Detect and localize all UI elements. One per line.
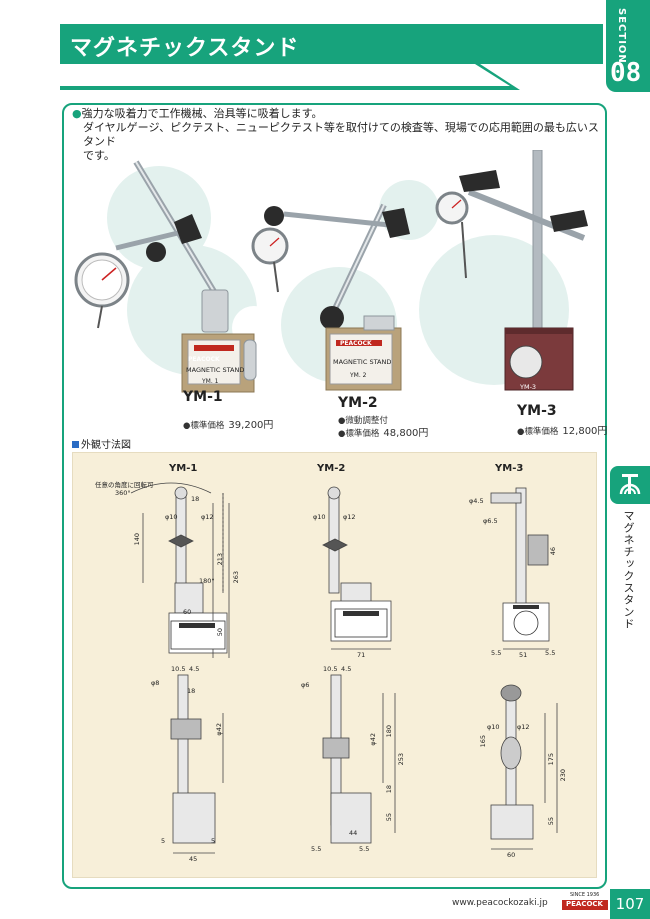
- footer-url[interactable]: www.peacockozaki.jp: [452, 898, 548, 908]
- product-note-ym2: ●微動調整付: [338, 416, 388, 426]
- ym3-dim-phi4-5: φ4.5: [469, 497, 484, 505]
- section-number: 08: [610, 58, 642, 88]
- plate-model-ym3: YM-3: [520, 383, 537, 391]
- plate-text-ym1: MAGNETIC STAND: [186, 366, 245, 374]
- ym1-dim-140: 140: [133, 533, 141, 546]
- outline-heading: 外観寸法図: [72, 436, 131, 451]
- ym1-dim-10-5: 10.5: [171, 665, 186, 673]
- ym2-dim-phi6: φ6: [301, 681, 310, 689]
- section-tag: [606, 0, 650, 92]
- ym2-dim-180: 180: [385, 725, 393, 738]
- ym1-dim-phi10: φ10: [165, 513, 178, 521]
- heading-square-icon: [72, 441, 79, 448]
- page-number: 107: [610, 889, 650, 919]
- section-word: SECTION: [616, 8, 627, 64]
- intro-text: ●強力な吸着力で工作機械、治具等に吸着します。 ダイヤルゲージ、ピクテスト、ニュ…: [72, 107, 602, 163]
- intro-bullet: ●: [72, 107, 82, 120]
- drawing-model-ym3: YM-3: [495, 463, 524, 474]
- drawing-model-ym1: YM-1: [169, 463, 198, 474]
- product-photos: [74, 150, 588, 393]
- ym1-dim-phi42: φ42: [215, 723, 223, 736]
- plate-brand-ym1: PEACOCK: [188, 356, 220, 363]
- dimension-drawings: YM-1 YM-2 YM-3 任意の角度に回転可 360° 18 φ10 φ12…: [72, 452, 597, 878]
- product-model-ym3: YM-3: [517, 403, 557, 419]
- ym1-dim-50: 50: [216, 628, 224, 637]
- ym3-dim-phi6-5: φ6.5: [483, 517, 498, 525]
- ym3-dim-phi12: φ12: [517, 723, 530, 731]
- ym1-dim-5: 5: [161, 837, 166, 845]
- ym3-dim-175: 175: [547, 753, 555, 766]
- ym2-dim-phi12: φ12: [343, 513, 356, 521]
- ym2-dim-4-5: 4.5: [341, 665, 352, 673]
- product-model-ym2: YM-2: [338, 395, 378, 411]
- magnet-stand-icon: [619, 474, 641, 495]
- ym3-dim-165: 165: [479, 735, 487, 748]
- ym3-dim-5-5b: 5.5: [545, 649, 556, 657]
- ym3-dim-55: 55: [547, 817, 555, 826]
- logo-since: SINCE 1936: [570, 892, 600, 898]
- product-model-ym1: YM-1: [183, 389, 223, 405]
- ym2-dim-phi10: φ10: [313, 513, 326, 521]
- ym3-dim-phi10: φ10: [487, 723, 500, 731]
- ym1-dim-18: 18: [191, 495, 200, 503]
- ym3-dim-60: 60: [507, 851, 516, 859]
- ym1-dim-18b: 18: [187, 687, 196, 695]
- ym1-dim-360: 360°: [115, 489, 131, 497]
- ym3-photo: [435, 150, 588, 391]
- ym3-dim-46: 46: [549, 547, 557, 556]
- plate-model-ym1: YM. 1: [202, 378, 219, 385]
- ym2-dim-71: 71: [357, 651, 366, 659]
- intro-line-2: ダイヤルゲージ、ピクテスト、ニューピクテスト等を取付けての検査等、現場での応用範…: [83, 121, 599, 148]
- ym1-dim-45: 45: [189, 855, 198, 863]
- plate-text-ym2: MAGNETIC STAND: [333, 358, 392, 366]
- intro-line-1: 強力な吸着力で工作機械、治具等に吸着します。: [81, 107, 323, 120]
- plate-model-ym2: YM. 2: [350, 372, 367, 379]
- ym1-dim-263: 263: [232, 571, 240, 584]
- ym1-dim-180deg: 180°: [199, 577, 215, 585]
- ym2-dim-5-5a: 5.5: [311, 845, 322, 853]
- ym2-dim-10-5: 10.5: [323, 665, 338, 673]
- ym2-photo: [251, 203, 410, 391]
- logo-brand: PEACOCK: [566, 900, 603, 908]
- ym2-dim-18: 18: [385, 785, 393, 794]
- side-category-tab[interactable]: [610, 466, 650, 504]
- title-bar: マグネチックスタンド: [60, 24, 603, 64]
- dimension-lines: [130, 482, 558, 854]
- ym2-dim-phi42: φ42: [369, 733, 377, 746]
- ym2-dim-55: 55: [385, 813, 393, 822]
- title-underline-decor: [60, 64, 520, 90]
- ym1-dim-213: 213: [216, 553, 224, 566]
- intro-line-3: です。: [83, 149, 115, 162]
- ym2-dim-44: 44: [349, 829, 358, 837]
- plate-brand-ym2: PEACOCK: [340, 340, 372, 347]
- ym1-dim-4-5: 4.5: [189, 665, 200, 673]
- ym2-dim-5-5b: 5.5: [359, 845, 370, 853]
- ym3-dim-5-5a: 5.5: [491, 649, 502, 657]
- ym1-dim-5b: 5: [211, 837, 216, 845]
- ym2-dim-253: 253: [397, 753, 405, 766]
- ym1-rotate-note: 任意の角度に回転可: [95, 481, 154, 489]
- drawing-model-ym2: YM-2: [317, 463, 346, 474]
- page-title: マグネチックスタンド: [70, 36, 300, 61]
- ym1-dim-60: 60: [183, 608, 192, 616]
- ym1-photo: [74, 160, 257, 393]
- footer-logo: SINCE 1936 PEACOCK: [562, 892, 608, 910]
- ym3-dim-230: 230: [559, 769, 567, 782]
- peacock-logo-icon: [562, 892, 608, 910]
- ym3-dim-51: 51: [519, 651, 528, 659]
- side-category-label: マグネチックスタンド: [622, 510, 635, 630]
- ym1-dim-phi12: φ12: [201, 513, 214, 521]
- ym1-dim-phi8: φ8: [151, 679, 160, 687]
